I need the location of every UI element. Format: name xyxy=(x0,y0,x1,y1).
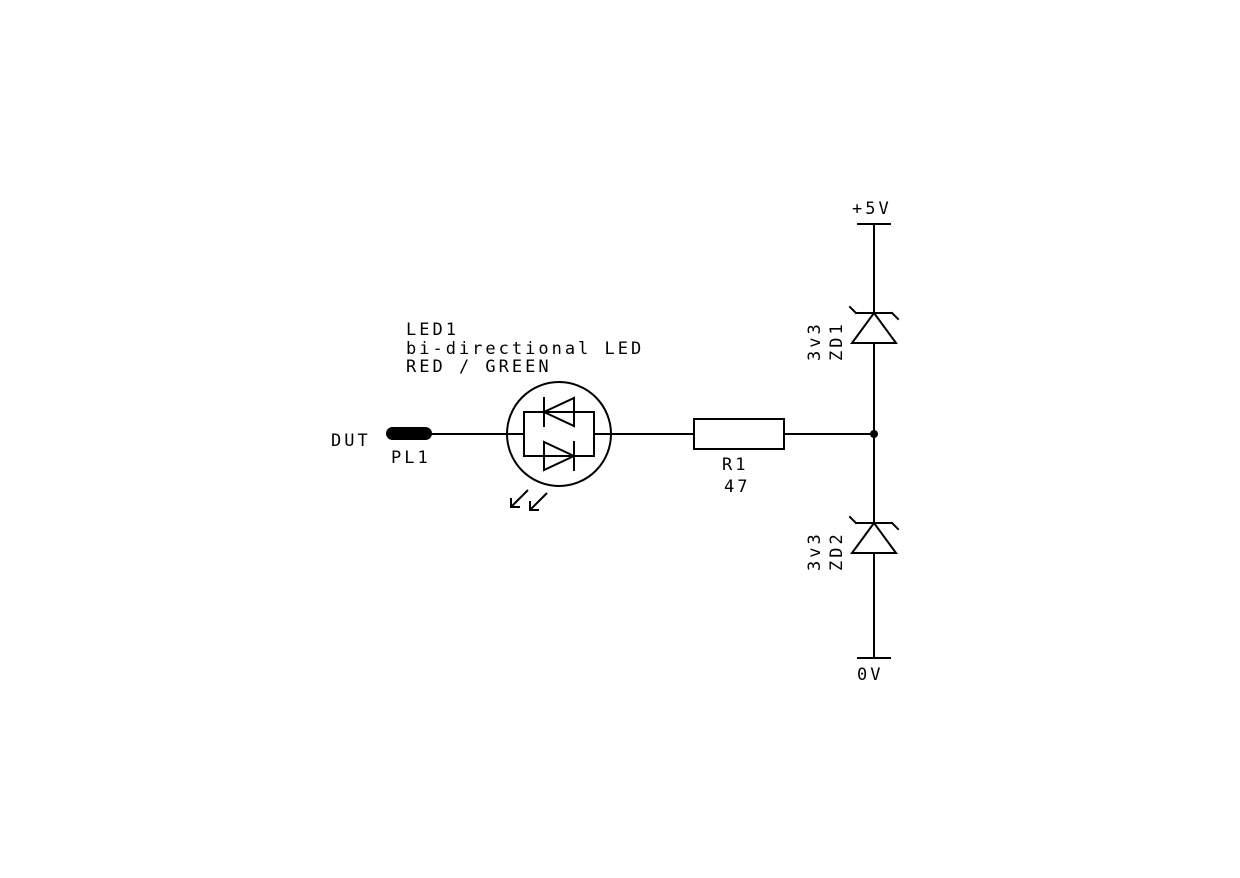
zd2-value-label: 3v3 xyxy=(805,531,825,571)
vplus-label: +5V xyxy=(852,199,892,219)
zd1-value-label: 3v3 xyxy=(805,321,825,361)
zd1-ref-label: ZD1 xyxy=(827,321,847,361)
r1-ref-label: R1 xyxy=(722,455,748,475)
connector-pl1 xyxy=(386,427,432,440)
r1-value-label: 47 xyxy=(724,477,750,497)
pl1-label: PL1 xyxy=(391,448,431,468)
zener-zd1 xyxy=(848,305,900,344)
resistor-r1 xyxy=(693,418,785,450)
zener-zd2 xyxy=(848,515,900,554)
dut-label: DUT xyxy=(331,431,371,451)
led1-symbol xyxy=(506,381,612,511)
led1-desc-label: bi-directional LED xyxy=(406,339,644,359)
vzero-label: 0V xyxy=(857,665,883,685)
led1-colors-label: RED / GREEN xyxy=(406,357,552,377)
led1-ref-label: LED1 xyxy=(406,320,459,340)
zd2-ref-label: ZD2 xyxy=(827,531,847,571)
